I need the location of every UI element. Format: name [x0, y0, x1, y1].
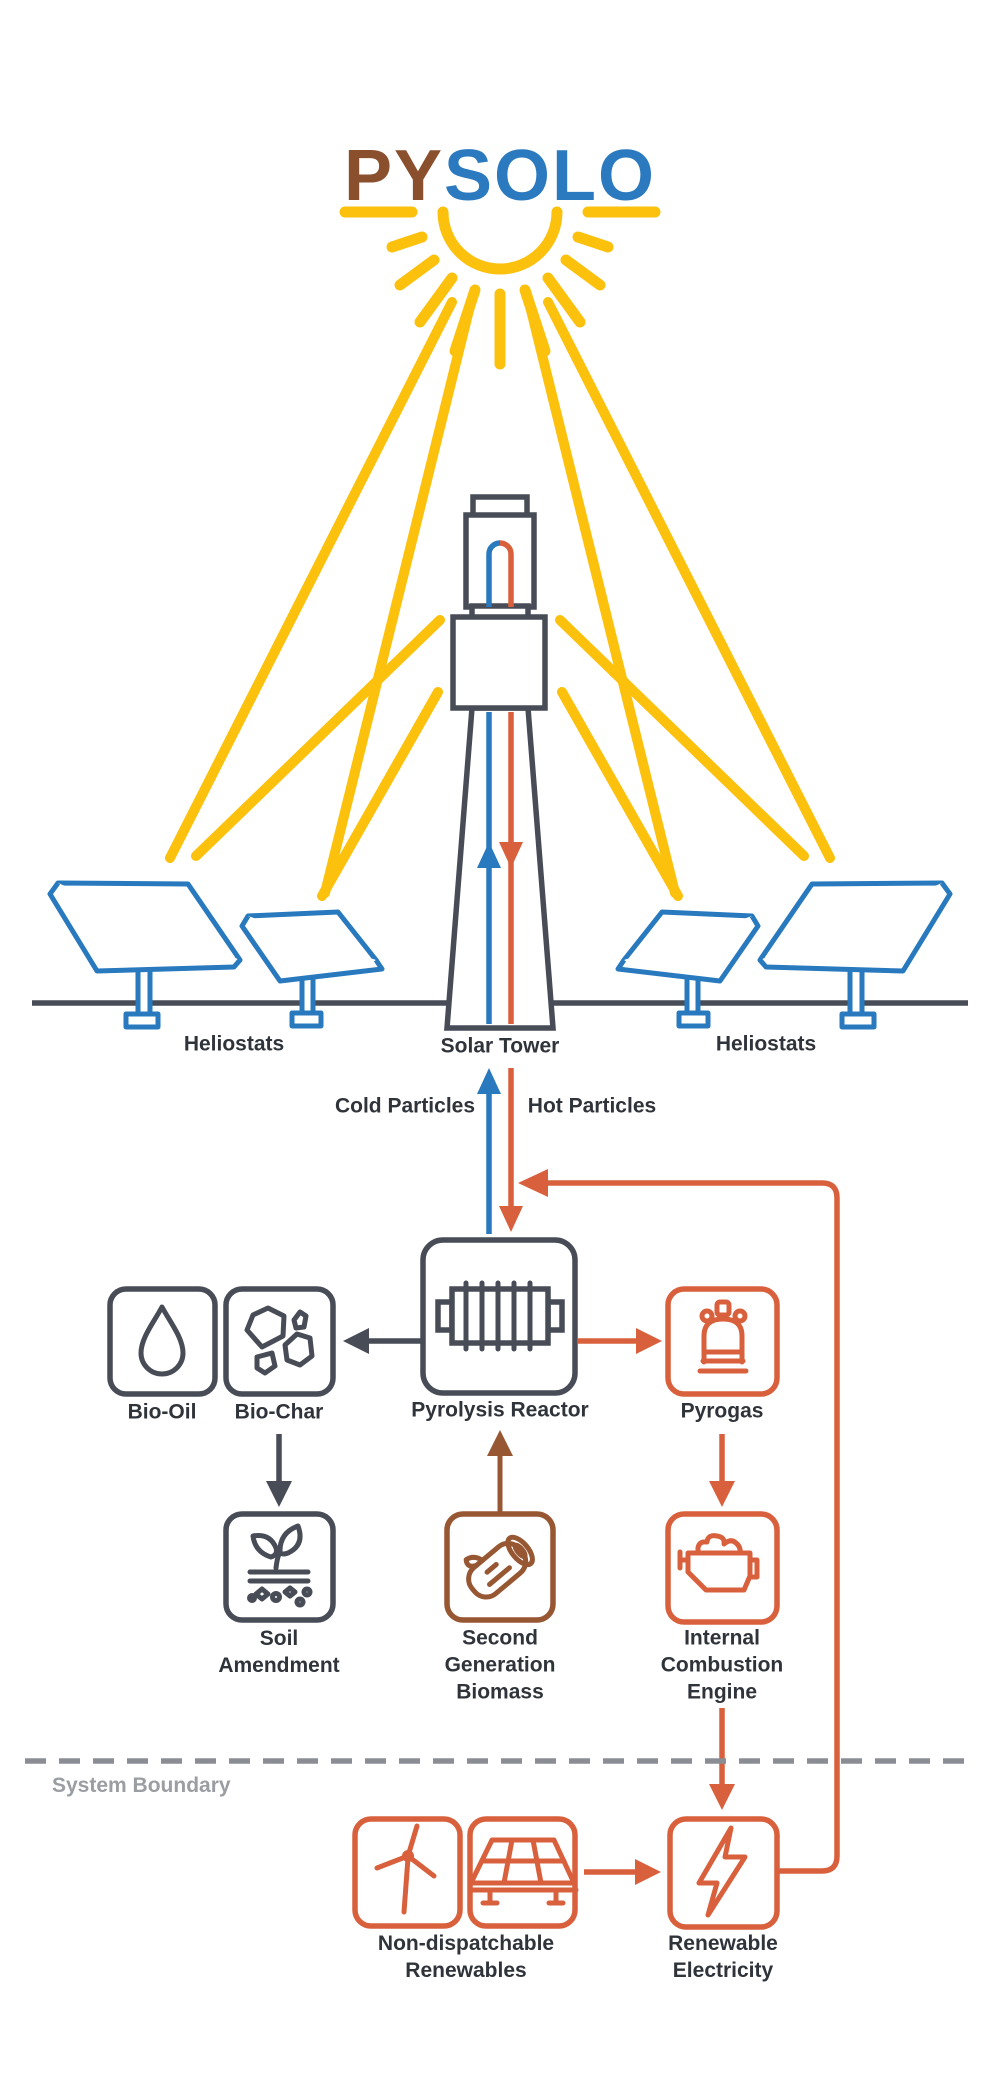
pysolo-logo: PYSOLO: [344, 135, 656, 217]
logo-solo: SOLO: [444, 136, 657, 216]
biomass-box: [444, 1511, 556, 1623]
renewable-electricity-label: Renewable Electricity: [668, 1932, 778, 1982]
engine-box: [665, 1511, 780, 1625]
second-generation-biomass-label: Second Generation Biomass: [444, 1626, 556, 1704]
wind-box: [352, 1816, 463, 1929]
rotary-kiln-icon: [435, 1280, 565, 1352]
solar-tower-icon: [444, 494, 556, 1031]
gas-cylinder-icon: [697, 1299, 749, 1374]
heliostat-left-outer: [47, 880, 243, 1030]
pyrogas-box: [665, 1286, 780, 1397]
pyrolysis-reactor-label: Pyrolysis Reactor: [411, 1398, 589, 1422]
reactor-to-biochar-arrow: [343, 1328, 422, 1354]
heliostat-left-inner: [239, 909, 385, 1029]
engine-to-electricity-arrow: [709, 1708, 735, 1810]
solar-panel-icon: [467, 1837, 579, 1906]
non-dispatchable-renewables-label: Non-dispatchable Renewables: [377, 1932, 555, 1982]
biomass-to-reactor-arrow: [487, 1430, 513, 1515]
pyrolysis-reactor-box: [420, 1237, 578, 1396]
bio-char-label: Bio-Char: [234, 1400, 324, 1424]
leaf-soil-icon: [247, 1523, 313, 1608]
sun-icon: [339, 206, 661, 370]
reactor-to-pyrogas-arrow: [578, 1328, 662, 1354]
char-chunks-icon: [244, 1305, 315, 1376]
heliostat-right-inner: [615, 909, 761, 1029]
droplet-icon: [138, 1304, 186, 1377]
internal-combustion-engine-label: Internal Combustion Engine: [660, 1626, 784, 1704]
wind-turbine-icon: [374, 1823, 437, 1915]
lightning-bolt-icon: [696, 1825, 748, 1918]
sun-beams: [165, 297, 835, 901]
soil-amendment-label: Soil Amendment: [218, 1627, 340, 1677]
electricity-box: [667, 1816, 780, 1930]
solar-panel-box: [467, 1816, 579, 1929]
pyrogas-label: Pyrogas: [680, 1399, 764, 1423]
hot-particles-arrow: [499, 1068, 523, 1232]
bio-char-box: [223, 1286, 336, 1397]
hot-particles-label: Hot Particles: [527, 1094, 657, 1118]
bio-oil-box: [107, 1286, 218, 1397]
log-icon: [463, 1534, 535, 1600]
engine-icon: [677, 1533, 760, 1593]
solar-tower-label: Solar Tower: [440, 1034, 560, 1058]
heliostats-right-label: Heliostats: [715, 1032, 817, 1056]
bio-oil-label: Bio-Oil: [127, 1400, 197, 1424]
receiver-tube-hot: [499, 540, 514, 607]
renewables-to-electricity-arrow: [584, 1859, 661, 1885]
logo-py: PY: [343, 136, 445, 216]
pyrogas-to-engine-arrow: [709, 1434, 735, 1507]
heliostats-left-label: Heliostats: [183, 1032, 285, 1056]
cold-particles-label: Cold Particles: [334, 1094, 476, 1118]
cold-particles-arrow: [477, 1068, 501, 1234]
soil-amendment-box: [223, 1511, 336, 1623]
biochar-to-soil-arrow: [266, 1434, 292, 1507]
receiver-tube-cold: [486, 540, 501, 607]
heliostat-right-outer: [757, 880, 953, 1030]
feedback-arrow: [518, 1169, 840, 1874]
system-boundary-label: System Boundary: [52, 1774, 231, 1797]
